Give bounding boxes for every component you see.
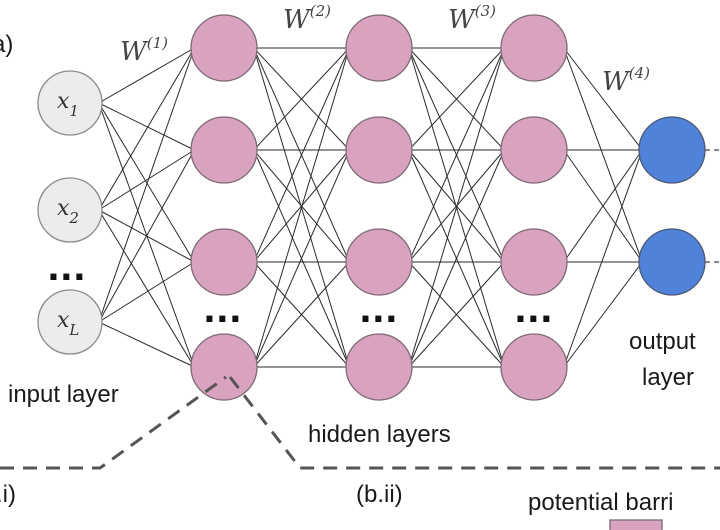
output-layer-label-line2: layer xyxy=(642,364,694,391)
edge-hidden1-2-hidden2-0 xyxy=(253,47,350,263)
edge-hidden1-3-hidden2-1 xyxy=(253,149,350,368)
potential-barrier-label: potential barri xyxy=(528,489,673,516)
hidden1-node-2 xyxy=(190,116,258,184)
edge-input-1-hidden1-0 xyxy=(98,47,195,211)
input-label-x1: x1 xyxy=(57,89,79,120)
edge-input-0-hidden1-2 xyxy=(98,102,195,263)
edge-hidden2-3-hidden3-0 xyxy=(408,47,505,368)
hidden1-ellipsis: ... xyxy=(203,291,242,331)
hidden2-node-1 xyxy=(345,14,413,82)
edge-hidden3-3-output-1 xyxy=(563,261,643,368)
hidden3-node-3 xyxy=(500,228,568,296)
hidden1-node-3 xyxy=(190,228,258,296)
edge-hidden3-0-output-1 xyxy=(563,47,643,263)
panel-label-b-ii: (b.ii) xyxy=(356,481,403,508)
network-nodes xyxy=(37,14,706,401)
input-node-1 xyxy=(37,70,103,136)
dashed-callout-left xyxy=(0,375,227,470)
hidden-layers-label: hidden layers xyxy=(308,421,451,448)
edge-input-2-hidden1-2 xyxy=(98,261,195,323)
edge-hidden3-0-output-0 xyxy=(563,47,643,151)
connection-edges xyxy=(98,47,720,368)
edge-hidden2-1-hidden3-0 xyxy=(408,47,505,151)
hidden2-ellipsis: ... xyxy=(359,291,398,331)
hidden3-ellipsis: ... xyxy=(514,291,553,331)
panel-label-b-i: .i) xyxy=(0,481,16,508)
edge-hidden1-3-hidden2-2 xyxy=(253,261,350,368)
input-label-xl: xL xyxy=(57,308,79,339)
input-node-2 xyxy=(37,177,103,243)
edge-hidden3-3-output-0 xyxy=(563,149,643,368)
edge-hidden2-3-hidden3-1 xyxy=(408,149,505,368)
output-node-2 xyxy=(638,228,706,296)
weight-label-3: W(3) xyxy=(448,2,496,35)
hidden3-node-2 xyxy=(500,116,568,184)
edge-hidden1-1-hidden2-0 xyxy=(253,47,350,151)
edge-input-2-hidden1-3 xyxy=(98,321,195,368)
barrier-legend-swatch xyxy=(609,519,663,530)
edge-hidden2-3-hidden3-2 xyxy=(408,261,505,368)
hidden3-node-1 xyxy=(500,14,568,82)
edge-input-2-hidden1-0 xyxy=(98,47,195,323)
hidden2-node-2 xyxy=(345,116,413,184)
weight-label-2: W(2) xyxy=(283,2,331,35)
panel-label-a: a) xyxy=(0,31,13,58)
weight-label-4: W(4) xyxy=(602,64,650,97)
edge-input-1-hidden1-1 xyxy=(98,149,195,211)
output-layer-label-line1: output xyxy=(629,328,696,355)
hidden2-node-4 xyxy=(345,333,413,401)
input-label-x2: x2 xyxy=(57,196,79,227)
hidden3-node-4 xyxy=(500,333,568,401)
edge-input-1-hidden1-3 xyxy=(98,209,195,368)
edge-input-0-hidden1-0 xyxy=(98,47,195,104)
edge-input-0-hidden1-1 xyxy=(98,102,195,151)
input-node-3 xyxy=(37,289,103,355)
edge-hidden1-3-hidden2-0 xyxy=(253,47,350,368)
edge-hidden3-2-output-0 xyxy=(563,149,643,263)
input-layer-label: input layer xyxy=(8,381,119,408)
edge-hidden2-2-hidden3-0 xyxy=(408,47,505,263)
dashed-callout-right xyxy=(228,376,720,470)
hidden1-node-1 xyxy=(190,14,258,82)
output-node-1 xyxy=(638,116,706,184)
hidden1-node-4 xyxy=(190,333,258,401)
edge-input-2-hidden1-1 xyxy=(98,149,195,323)
hidden2-node-3 xyxy=(345,228,413,296)
weight-label-1: W(1) xyxy=(120,34,168,67)
input-ellipsis: ... xyxy=(47,249,86,289)
